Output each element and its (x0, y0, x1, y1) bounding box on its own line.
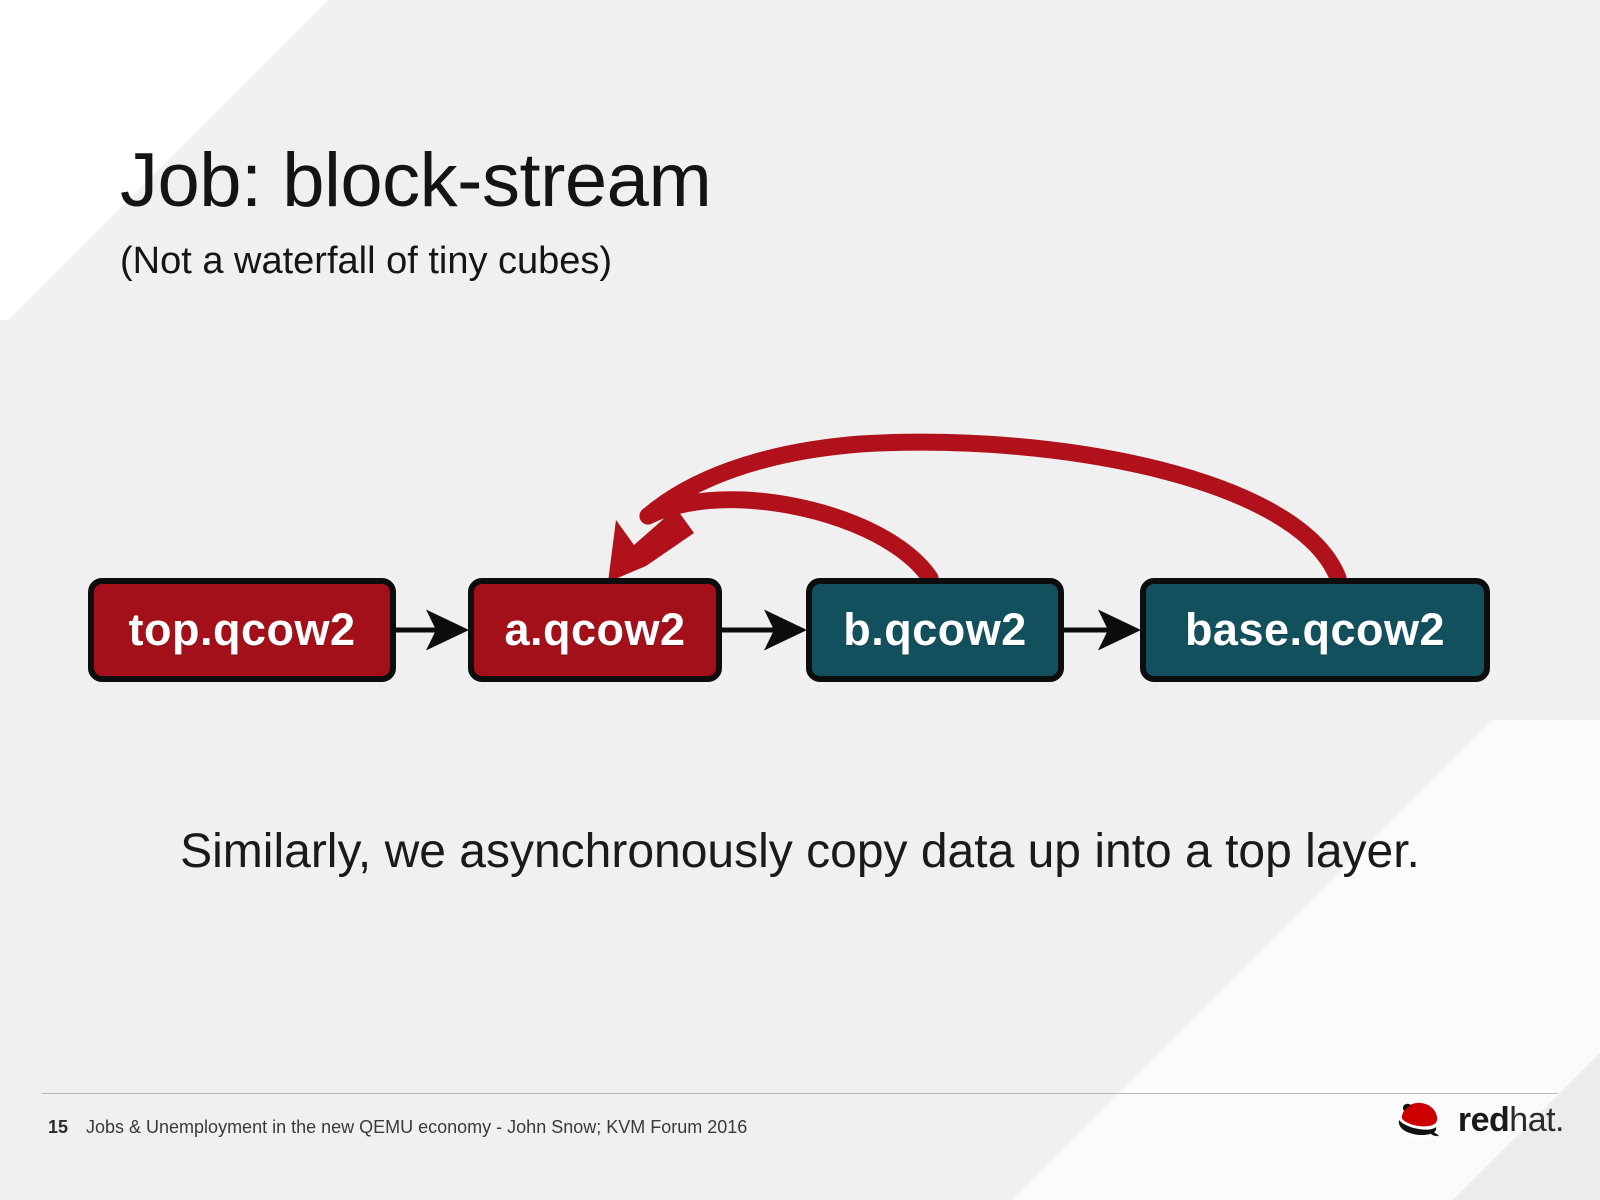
node-label: a.qcow2 (504, 604, 686, 655)
node-top-qcow2[interactable]: top.qcow2 (88, 578, 396, 682)
node-a-qcow2[interactable]: a.qcow2 (468, 578, 722, 682)
redhat-wordmark: redhat. (1457, 1100, 1565, 1140)
redhat-shadowman-icon (1398, 1102, 1439, 1140)
slide-subtitle: (Not a waterfall of tiny cubes) (120, 240, 613, 282)
logo-word-red: red (1457, 1100, 1510, 1139)
footer-divider (42, 1093, 1558, 1094)
node-label: base.qcow2 (1184, 604, 1446, 655)
slide-caption: Similarly, we asynchronously copy data u… (180, 825, 1420, 878)
footer-text: Jobs & Unemployment in the new QEMU econ… (86, 1117, 748, 1137)
stream-arrowhead-into-a (608, 508, 694, 582)
node-label: top.qcow2 (128, 604, 356, 655)
footer-page-number: 15 (48, 1117, 69, 1137)
stream-arrow-b-to-a (639, 491, 939, 587)
slide-title: Job: block-stream (120, 138, 712, 223)
node-base-qcow2[interactable]: base.qcow2 (1140, 578, 1490, 682)
node-b-qcow2[interactable]: b.qcow2 (806, 578, 1064, 682)
stream-arrow-base-to-a (639, 433, 1347, 587)
stream-arrows (608, 433, 1347, 587)
node-label: b.qcow2 (843, 604, 1027, 655)
logo-word-hat: hat. (1509, 1100, 1564, 1139)
redhat-logo: redhat. (1390, 1098, 1564, 1142)
